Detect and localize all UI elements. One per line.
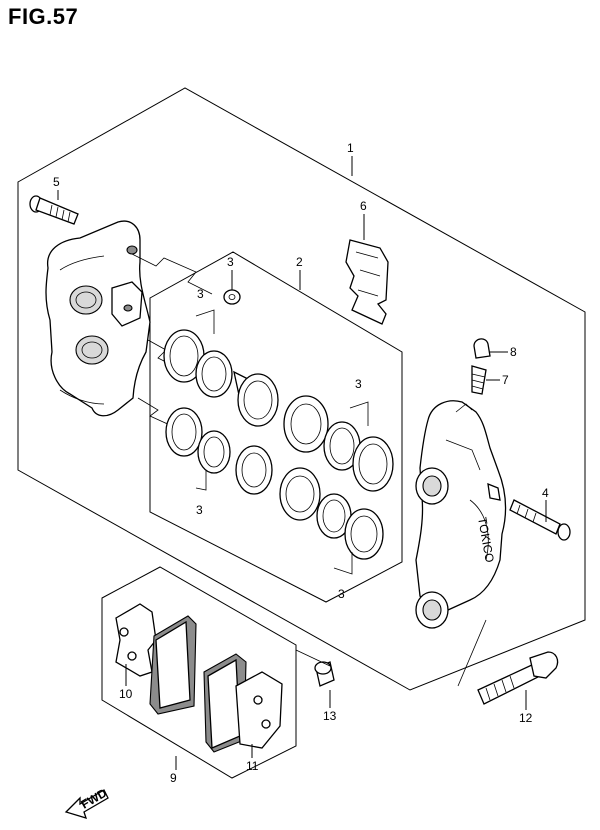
brake-pad-10 [115, 603, 197, 715]
callout-3-upper-left: 3 [197, 287, 204, 301]
forward-direction-label: FWD [79, 786, 110, 812]
piston-lower-2 [279, 467, 321, 521]
seal-ring-upper-1 [163, 329, 205, 383]
seal-ring-lower-2 [197, 430, 231, 474]
seal-ring-lower-1 [165, 407, 203, 457]
bolt-5 [29, 195, 79, 225]
bleeder-cap-8 [473, 338, 491, 359]
brake-pad-11 [203, 653, 283, 753]
pad-set-frame [101, 566, 297, 779]
callout-6: 6 [360, 199, 367, 213]
callout-3-lower-right: 3 [338, 587, 345, 601]
callout-4: 4 [542, 486, 549, 500]
bolt-12 [477, 651, 559, 705]
callout-13: 13 [323, 709, 337, 723]
figure-title: FIG.57 [8, 4, 79, 29]
callout-5: 5 [53, 175, 60, 189]
pad-spring-6 [345, 239, 389, 325]
callout-11: 11 [246, 759, 259, 773]
bolt-4 [509, 499, 571, 541]
assembly-frame [17, 87, 586, 691]
caliper-left-half [45, 220, 151, 417]
seal-ring-lower-4 [344, 508, 384, 560]
piston-upper-1 [233, 370, 279, 427]
callout-9: 9 [170, 771, 177, 785]
piston-upper-2 [283, 395, 329, 453]
seal-ring-upper-2 [195, 350, 233, 398]
callout-2: 2 [296, 255, 303, 269]
callout-1: 1 [347, 141, 354, 155]
callout-3-lower-left: 3 [196, 503, 203, 517]
seal-ring-upper-4 [352, 436, 394, 492]
piston-kit-frame [149, 251, 403, 603]
bleeder-valve-7 [471, 365, 487, 395]
callout-10: 10 [119, 687, 133, 701]
callout-3-upper-right: 3 [355, 377, 362, 391]
callout-12: 12 [519, 711, 533, 725]
washer-3 [223, 289, 241, 305]
piston-lower-1 [235, 445, 273, 495]
seal-ring-lower-3 [316, 493, 352, 539]
callout-3-washer: 3 [227, 255, 234, 269]
callout-7: 7 [502, 373, 509, 387]
sleeve-13 [314, 661, 335, 687]
arrow-forward-icon [64, 789, 109, 819]
callout-8: 8 [510, 345, 517, 359]
caliper-right-half [415, 400, 507, 629]
